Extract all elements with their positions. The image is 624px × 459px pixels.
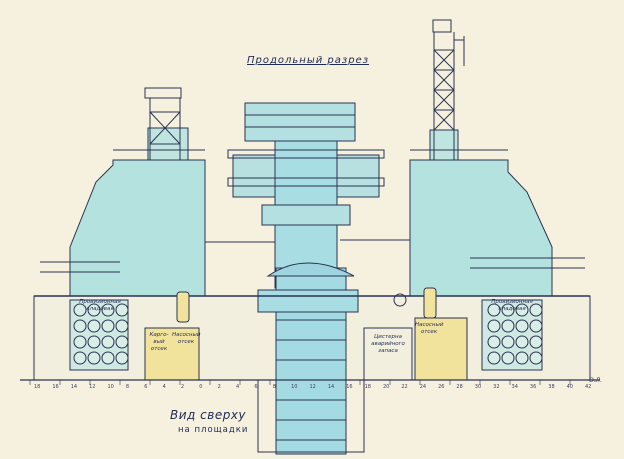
room-label-right-pump: Насосный отсек bbox=[415, 322, 444, 335]
frame-number: 42 bbox=[585, 384, 592, 390]
frame-number: 26 bbox=[438, 384, 445, 390]
frame-number: 10 bbox=[107, 384, 114, 390]
frame-number: 36 bbox=[529, 384, 537, 390]
frame-number: 22 bbox=[401, 384, 408, 390]
left-yellow-room bbox=[144, 327, 200, 381]
right-drum-array bbox=[487, 303, 543, 365]
frame-number: 8 bbox=[125, 384, 130, 390]
frame-number: 0 bbox=[199, 384, 203, 390]
frame-number: 2 bbox=[217, 384, 221, 390]
frame-number: 18 bbox=[34, 384, 41, 390]
room-label-left-comp: Насосный отсек bbox=[172, 332, 201, 345]
frame-number: 2 bbox=[180, 384, 185, 390]
frame-ticks bbox=[29, 380, 571, 385]
shaft-dome bbox=[266, 262, 355, 277]
frame-number: 30 bbox=[474, 384, 482, 390]
shaft-skirt bbox=[257, 289, 359, 313]
top-view-sublabel: на площадки bbox=[178, 425, 249, 435]
frame-number: 16 bbox=[346, 384, 353, 390]
frame-number: 14 bbox=[327, 384, 335, 390]
top-view-label: Вид сверху bbox=[170, 408, 247, 422]
frame-number: 12 bbox=[89, 384, 96, 390]
drawing-title: Продольный разрез bbox=[247, 55, 370, 66]
frame-number: 34 bbox=[511, 384, 518, 390]
room-label-left-top: Провизионная кладовая bbox=[79, 299, 121, 312]
left-side-block bbox=[69, 159, 206, 297]
frame-number: 10 bbox=[291, 384, 298, 390]
baseline-label: О.Л. bbox=[589, 377, 603, 384]
frame-number: 4 bbox=[162, 384, 166, 390]
frame-number: 32 bbox=[493, 384, 500, 390]
frame-number: 20 bbox=[382, 384, 390, 390]
frame-number: 24 bbox=[419, 384, 427, 390]
frame-number: 38 bbox=[548, 384, 555, 390]
frame-number: 12 bbox=[309, 384, 316, 390]
right-tower-body bbox=[429, 129, 459, 161]
right-side-block bbox=[409, 159, 553, 297]
frame-number: 14 bbox=[70, 384, 78, 390]
room-label-left-stair: Карго-вый отсек bbox=[149, 332, 169, 352]
frame-number: 4 bbox=[236, 384, 240, 390]
frame-number: 6 bbox=[144, 384, 148, 390]
frame-number: 8 bbox=[272, 384, 276, 390]
room-label-right-top: Провизионная кладовая bbox=[491, 299, 533, 312]
frame-number: 40 bbox=[566, 384, 573, 390]
frame-number: 28 bbox=[456, 384, 463, 390]
frame-number: 6 bbox=[254, 384, 258, 390]
frame-number: 16 bbox=[52, 384, 59, 390]
frame-number: 18 bbox=[364, 384, 371, 390]
left-drum-array bbox=[73, 303, 129, 365]
room-label-center-tank: Цистерна аварийного запаса bbox=[371, 334, 405, 354]
center-tank bbox=[363, 327, 413, 381]
